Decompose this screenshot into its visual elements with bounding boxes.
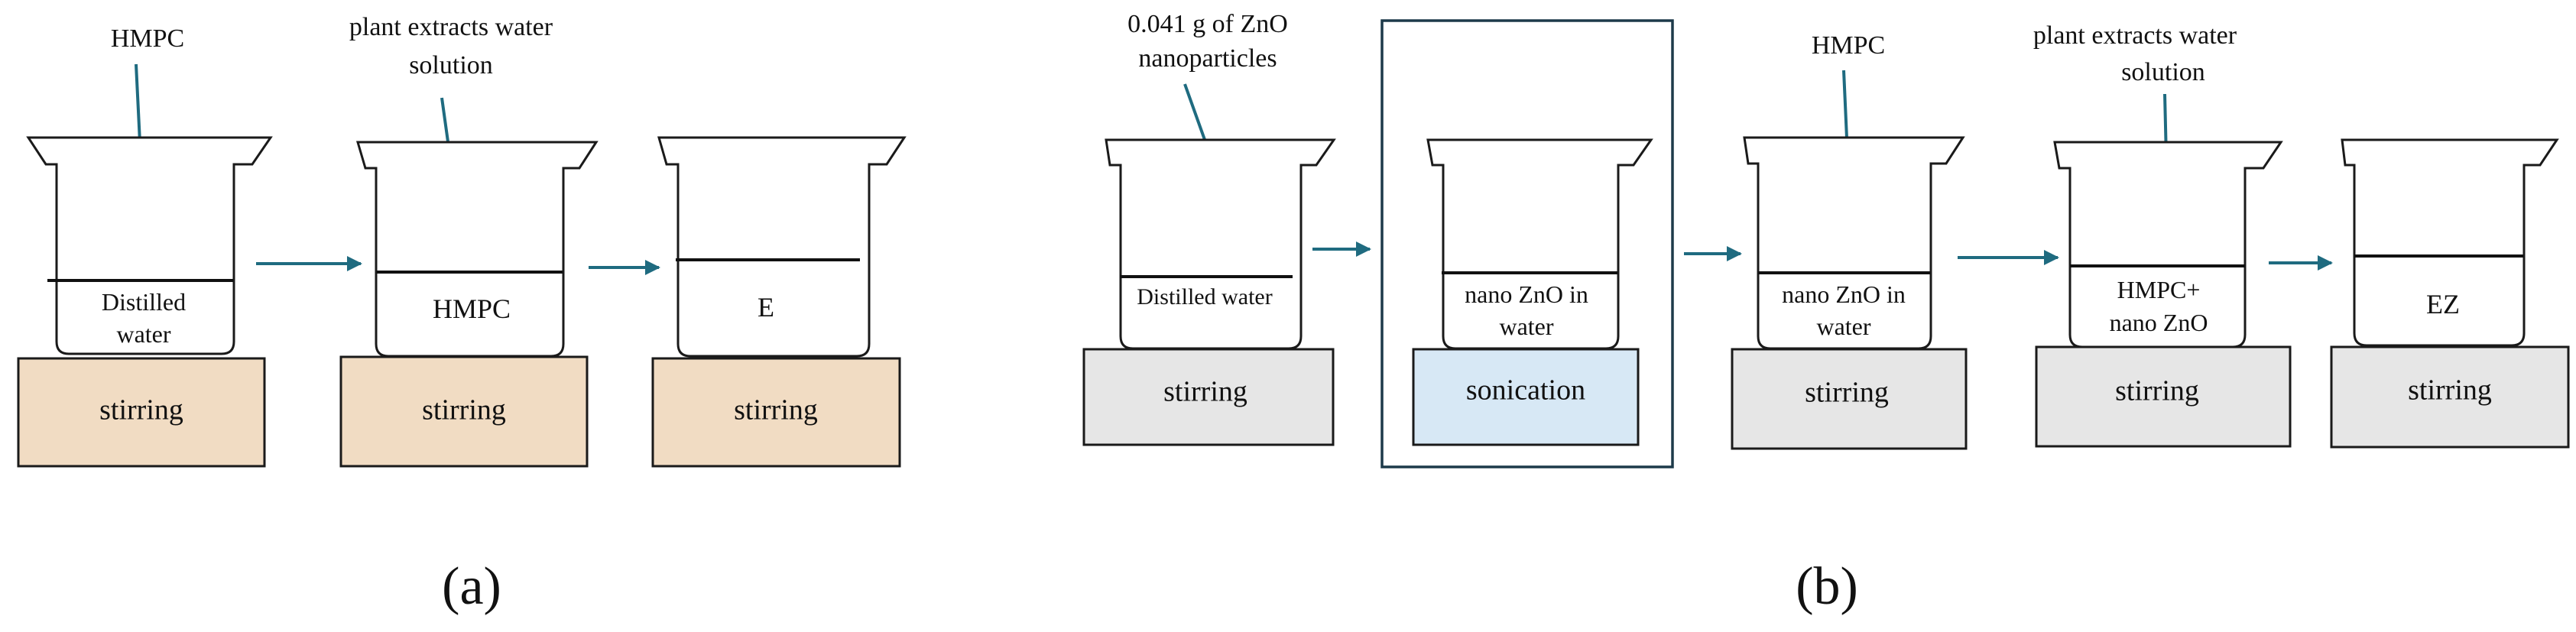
base-label: sonication [1466,374,1585,407]
beaker-label-line1: nano ZnO in [1465,280,1588,308]
panel-b-stirring-base-1: stirring [1082,348,1335,446]
panel-b-stirring-base-5: stirring [2330,345,2570,449]
beaker-outline [1105,138,1336,350]
panel-b-annotation-zno-line2: nanoparticles [1138,44,1277,73]
panel-b-beaker-5: EZ [2341,138,2559,347]
beaker-label-line1: HMPC+ [2117,276,2201,303]
beaker-label: EZ [2426,289,2460,319]
beaker-outline [2341,138,2559,347]
panel-b-beaker-4: HMPC+ nano ZnO [2053,141,2283,348]
panel-b-sonication-base: sonication [1412,348,1640,446]
beaker-label: E [758,292,774,322]
base-label: stirring [734,394,818,426]
beaker-label-line2: water [1499,313,1553,340]
panel-a-stirring-base-1: stirring [17,357,266,468]
beaker-label-line1: Distilled [102,288,186,316]
beaker-label-line1: nano ZnO in [1782,280,1906,308]
panel-a-stirring-base-2: stirring [339,355,589,468]
panel-a-annotation-plant-extracts-line1: plant extracts water [349,13,553,41]
beaker-label: Distilled water [1137,284,1272,310]
beaker-label: HMPC [433,293,511,324]
sonication-frame [1380,19,1674,468]
beaker-outline [355,141,599,358]
panel-a-annotation-hmpc: HMPC [111,24,184,53]
panel-b-annotation-plant-extracts-line2: solution [2121,58,2205,86]
panel-a-beaker-2: HMPC [355,141,599,358]
beaker-outline [657,136,907,358]
panel-a-annotation-plant-extracts-line2: solution [409,51,493,79]
panel-b-annotation-plant-extracts-line1: plant extracts water [2033,21,2237,50]
base-label: stirring [1805,377,1889,409]
panel-a-beaker-1: Distilled water [26,136,273,355]
base-label: stirring [2408,374,2492,407]
panel-a-caption: (a) [442,557,501,616]
base-label: stirring [422,394,506,426]
beaker-label-line2: water [1816,313,1870,340]
beaker-outline [26,136,273,355]
base-label: stirring [99,394,183,426]
panel-a: HMPC plant extracts water solution Disti… [17,13,907,616]
base-label: stirring [1163,376,1247,408]
panel-b-beaker-1: Distilled water [1105,138,1336,350]
panel-b-beaker-2: nano ZnO in water [1426,138,1653,350]
panel-b: 0.041 g of ZnO nanoparticles HMPC plant … [1082,10,2570,616]
panel-b-beaker-3: nano ZnO in water [1743,136,1965,350]
panel-a-stirring-base-3: stirring [651,357,901,468]
panel-b-caption: (b) [1796,557,1858,616]
panel-a-beaker-3: E [657,136,907,358]
panel-b-annotation-hmpc: HMPC [1812,31,1885,60]
beaker-label-line2: water [116,320,170,348]
base-label: stirring [2115,375,2199,407]
panel-b-annotation-zno-line1: 0.041 g of ZnO [1127,10,1288,38]
panel-b-stirring-base-4: stirring [2035,345,2292,448]
beaker-label-line2: nano ZnO [2110,309,2208,336]
panel-b-stirring-base-3: stirring [1731,348,1968,450]
